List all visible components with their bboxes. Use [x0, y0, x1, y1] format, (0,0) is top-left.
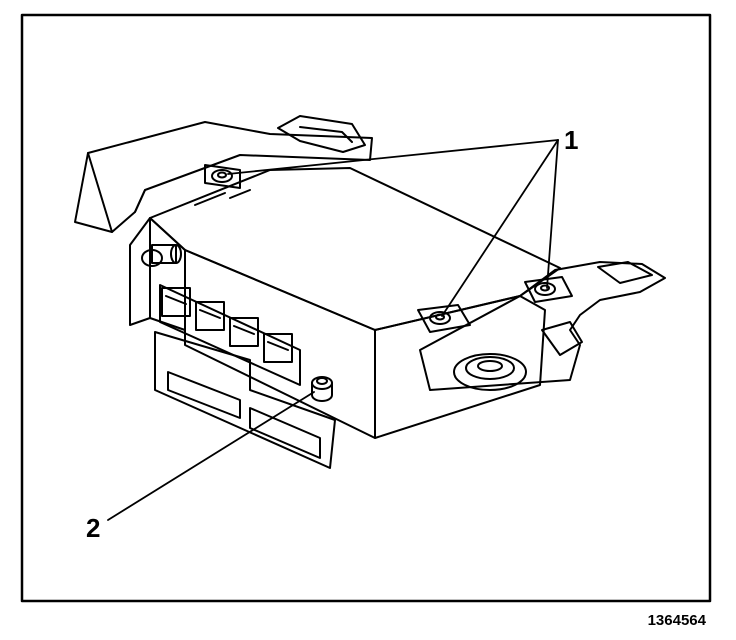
leader-1-b [441, 139, 559, 317]
coax-connector-left [141, 244, 182, 267]
coax-connector-front [311, 376, 333, 402]
callout-label-1: 1 [564, 125, 579, 155]
figure-id: 1364564 [647, 612, 706, 629]
leader-1-a [227, 139, 559, 175]
control-module-body [129, 167, 561, 439]
leader-2 [107, 391, 315, 521]
grommet [453, 353, 527, 391]
mounting-bracket [74, 115, 666, 469]
callout-label-2: 2 [86, 513, 101, 543]
leader-lines [107, 139, 559, 521]
fastener-front [417, 304, 471, 333]
fastener-top-left [204, 164, 241, 189]
figure-border [20, 13, 712, 603]
fastener-rear [524, 276, 573, 303]
leader-1-c [546, 139, 559, 289]
connector-block [159, 284, 301, 386]
